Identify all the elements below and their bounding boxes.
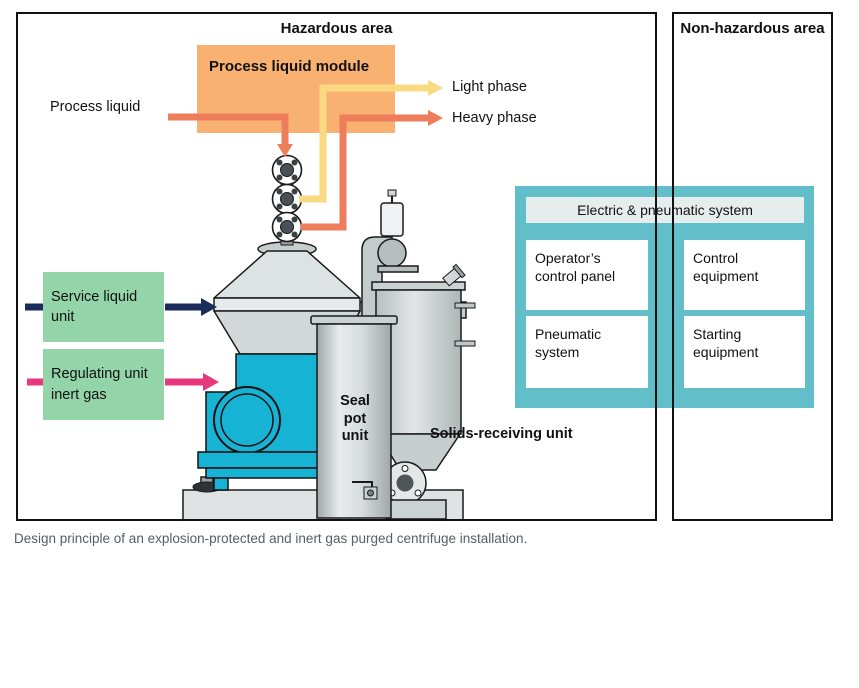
heavy-phase-arrow <box>301 114 428 231</box>
service-liquid-unit-label: Service liquid unit <box>51 288 138 325</box>
process-liquid-module-box: Process liquid module <box>197 45 395 133</box>
regulating-unit-label: Regulating unit inert gas <box>51 366 148 403</box>
hazardous-area-title: Hazardous area <box>280 20 393 37</box>
valve-stack-graphic <box>271 154 303 246</box>
light-phase-label: Light phase <box>452 79 527 95</box>
system-panel-header: Electric & pneumatic system <box>526 197 804 223</box>
centrifuge-bowl-graphic <box>213 241 361 355</box>
pneumatic-system-box: Pneumatic system <box>526 316 648 388</box>
heavy-phase-label: Heavy phase <box>452 110 537 126</box>
service-liquid-unit-box: Service liquid unit <box>43 272 164 342</box>
non-hazardous-area-title: Non-hazardous area <box>680 20 825 37</box>
process-liquid-module-label: Process liquid module <box>209 58 370 75</box>
process-liquid-label: Process liquid <box>50 99 141 115</box>
base-plinth-graphic <box>182 476 464 521</box>
starting-equipment-box: Starting equipment <box>684 316 805 388</box>
figure-caption: Design principle of an explosion-protect… <box>14 531 528 546</box>
control-equipment-box: Control equipment <box>684 240 805 310</box>
regulating-unit-box: Regulating unit inert gas <box>43 349 164 420</box>
solids-receiving-unit-label: Solids-receiving unit <box>430 426 573 442</box>
electric-pneumatic-system-panel: Electric & pneumatic system Operator’s c… <box>515 186 814 408</box>
seal-pot-unit-label: Seal pot unit <box>340 393 370 445</box>
operators-control-panel-box: Operator’s control panel <box>526 240 648 310</box>
motor-drive-graphic <box>197 353 334 491</box>
solids-receiving-unit-graphic <box>339 189 476 520</box>
